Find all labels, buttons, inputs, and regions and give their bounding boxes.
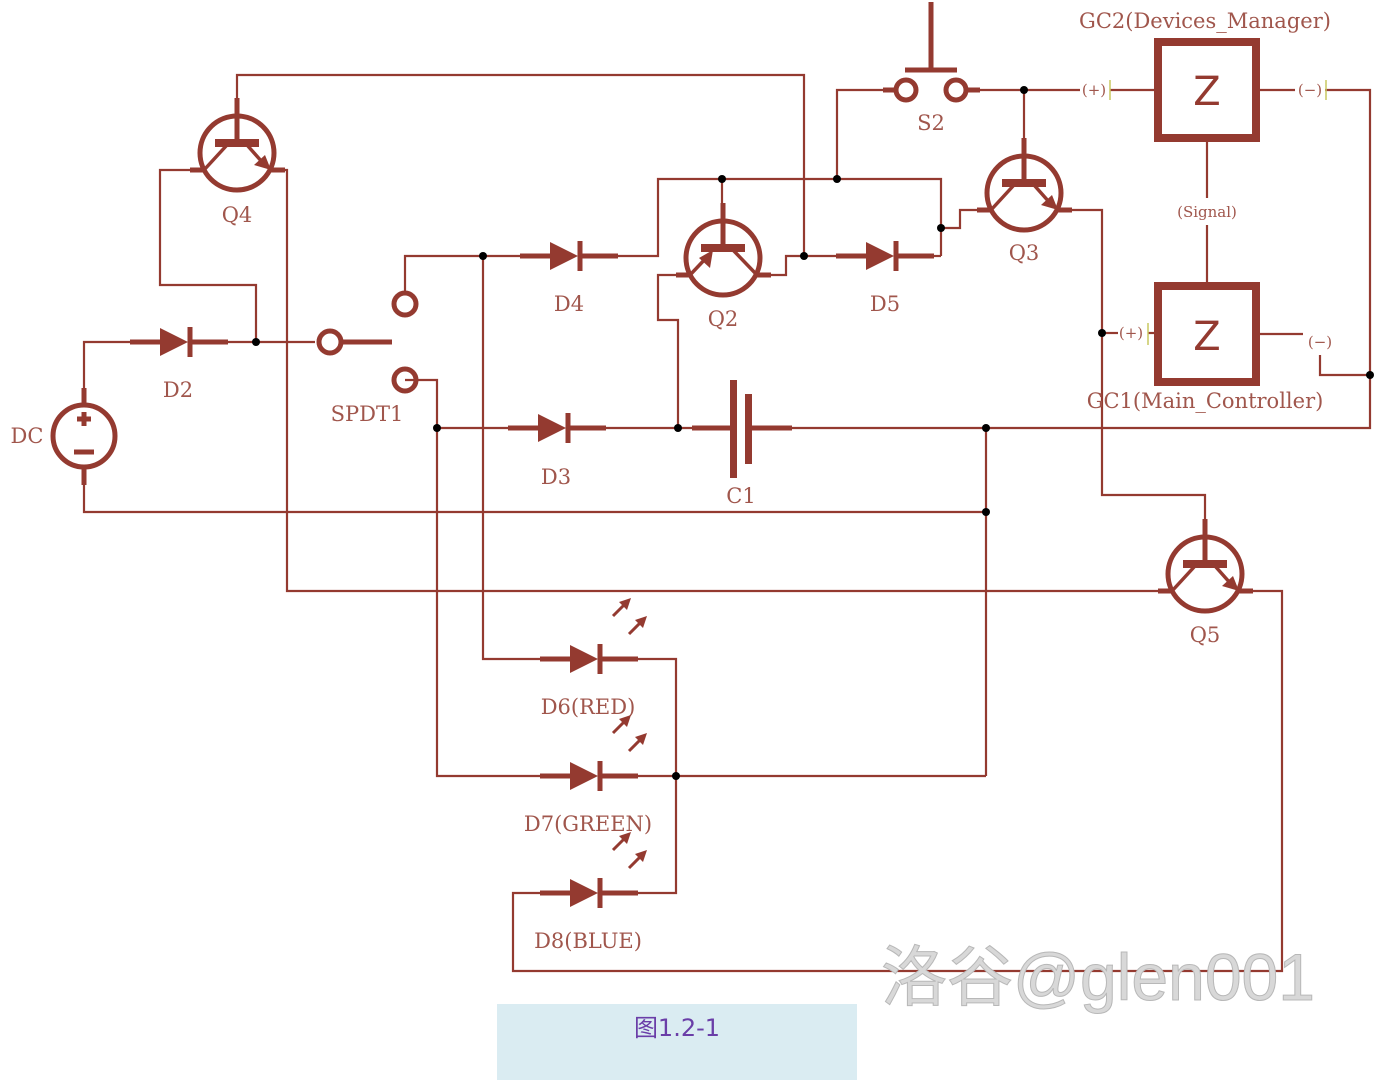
d2-label: D2	[163, 378, 193, 402]
led-d6[interactable]: D6(RED)	[540, 596, 649, 719]
transistor-q2[interactable]: Q2	[676, 203, 771, 331]
diode-d3[interactable]: D3	[508, 413, 606, 489]
d3-label: D3	[541, 465, 571, 489]
diode-icon	[836, 241, 934, 271]
transistor-q5[interactable]: Q5	[1158, 519, 1253, 647]
capacitor-plate-icon	[745, 394, 752, 464]
npn-transistor-icon	[190, 98, 285, 190]
diode-d2[interactable]: D2	[130, 327, 228, 402]
switch-terminal-icon	[391, 366, 419, 394]
switch-spdt1[interactable]: SPDT1	[316, 290, 419, 426]
q5-label: Q5	[1190, 623, 1221, 647]
gc2-plus-pin: (+)	[1082, 81, 1106, 99]
diode-d4[interactable]: D4	[520, 241, 618, 316]
q3-label: Q3	[1009, 241, 1040, 265]
switch-terminal-icon	[391, 290, 419, 318]
pnp-transistor-icon	[676, 203, 771, 295]
d5-label: D5	[870, 292, 900, 316]
led-d8[interactable]: D8(BLUE)	[534, 830, 649, 953]
gc1-label: GC1(Main_Controller)	[1087, 389, 1324, 413]
d6-label: D6(RED)	[541, 695, 636, 719]
diode-icon	[508, 413, 606, 443]
dc-source-icon	[50, 402, 118, 470]
led-icon	[540, 761, 638, 791]
capacitor-c1[interactable]: C1	[692, 380, 792, 508]
dc-source[interactable]: DC	[11, 388, 118, 485]
button-contact-icon	[943, 77, 969, 103]
junctions	[252, 86, 1374, 780]
button-contact-icon	[893, 77, 919, 103]
npn-transistor-icon	[977, 138, 1072, 230]
c1-label: C1	[726, 484, 755, 508]
module-box-icon	[1154, 38, 1260, 142]
d7-label: D7(GREEN)	[524, 812, 652, 836]
led-d7[interactable]: D7(GREEN)	[524, 713, 652, 836]
light-emission-icon	[611, 830, 649, 870]
d8-label: D8(BLUE)	[534, 929, 642, 953]
capacitor-plate-icon	[730, 380, 737, 478]
caption-box: 图1.2-1	[497, 1004, 857, 1080]
diode-icon	[130, 327, 228, 357]
led-icon	[540, 644, 638, 674]
dc-label: DC	[11, 424, 44, 448]
gc2-minus-pin: (−)	[1298, 81, 1322, 99]
spdt1-label: SPDT1	[331, 402, 404, 426]
led-icon	[540, 878, 638, 908]
module-box-icon	[1154, 282, 1260, 386]
q4-label: Q4	[222, 203, 253, 227]
signal-label: (Signal)	[1177, 203, 1237, 221]
s2-label: S2	[917, 111, 945, 135]
d4-label: D4	[554, 292, 584, 316]
watermark: 洛谷@glen001	[881, 940, 1315, 1014]
figure-caption: 图1.2-1	[633, 1014, 721, 1042]
gc1-symbol: Z	[1193, 314, 1220, 360]
light-emission-icon	[611, 713, 649, 753]
diode-d5[interactable]: D5	[836, 241, 934, 316]
transistor-q4[interactable]: Q4	[190, 98, 285, 227]
npn-transistor-icon	[1158, 519, 1253, 611]
switch-terminal-icon	[316, 328, 344, 356]
module-gc1[interactable]: Z (+) (−) GC1(Main_Controller)	[1087, 282, 1332, 413]
q2-label: Q2	[708, 307, 739, 331]
gc2-label: GC2(Devices_Manager)	[1079, 9, 1331, 33]
diode-icon	[520, 241, 618, 271]
transistor-q3[interactable]: Q3	[977, 138, 1072, 265]
light-emission-icon	[611, 596, 649, 636]
gc1-minus-pin: (−)	[1308, 333, 1332, 351]
module-gc2[interactable]: Z (+) (−) GC2(Devices_Manager)	[1079, 9, 1331, 142]
pushbutton-s2[interactable]: S2	[883, 2, 980, 135]
gc1-plus-pin: (+)	[1119, 324, 1143, 342]
gc2-symbol: Z	[1193, 69, 1220, 115]
